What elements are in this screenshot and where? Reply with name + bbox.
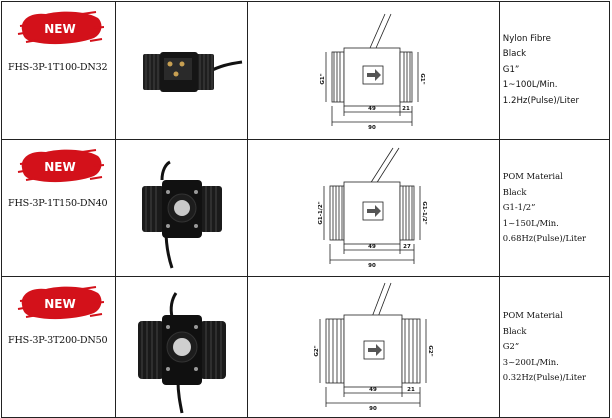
badge-label: NEW: [44, 297, 75, 311]
dimension-b-label: 21: [403, 106, 411, 112]
table-row: NEW FHS-3P-1T100-DN32: [0, 1, 611, 140]
spec-thread: G1-1/2”: [502, 202, 536, 213]
right-thread-label: G1-1/2": [421, 201, 427, 224]
product-photo-cell: [115, 276, 249, 418]
spec-material: Nylon Fibre: [502, 33, 551, 44]
table-row: NEW FHS-3P-1T150-DN40: [0, 139, 611, 277]
product-photo: [138, 292, 227, 414]
spec-color: Black: [502, 325, 527, 336]
spec-thread: G2”: [502, 341, 520, 352]
table-row: NEW FHS-3P-3T200-DN50: [0, 276, 611, 418]
dimension-diagram-cell: G1-1/2" G1-1/2" 49 27 90: [247, 139, 500, 277]
spec-list: POM Material Black G2” 3~200L/Min. 0.32H…: [500, 308, 608, 386]
left-thread-label: G2": [314, 345, 320, 356]
badge-label: NEW: [44, 160, 75, 174]
spec-color: Black: [502, 186, 527, 197]
spec-list: Nylon Fibre Black G1” 1~100L/Min. 1.2Hz(…: [500, 32, 608, 110]
dimension-diagram: G1-1/2" G1-1/2" 49 27 90: [318, 147, 427, 269]
new-badge: NEW: [17, 149, 104, 183]
spec-material: POM Material: [502, 171, 563, 182]
dimension-diagram: G1" G1" 49 21 90: [320, 13, 425, 131]
spec-flow-range: 1~150L/Min.: [502, 217, 559, 228]
spec-cell: Nylon Fibre Black G1” 1~100L/Min. 1.2Hz(…: [498, 1, 611, 140]
dimension-b-label: 27: [404, 244, 412, 250]
spec-cell: POM Material Black G1-1/2” 1~150L/Min. 0…: [498, 139, 611, 277]
dimension-a-label: 49: [369, 106, 377, 112]
new-badge: NEW: [17, 11, 104, 45]
left-thread-label: G1": [320, 73, 326, 84]
spec-pulse-rate: 1.2Hz(Pulse)/Liter: [502, 95, 580, 106]
product-photo: [143, 52, 243, 92]
badge-label: NEW: [44, 22, 75, 36]
model-cell: NEW FHS-3P-1T150-DN40: [0, 139, 117, 277]
dimension-total-label: 90: [369, 125, 377, 131]
left-thread-label: G1-1/2": [318, 201, 324, 224]
model-name: FHS-3P-1T100-DN32: [8, 62, 108, 73]
spec-pulse-rate: 0.68Hz(Pulse)/Liter: [502, 233, 587, 244]
dimension-total-label: 90: [369, 263, 377, 269]
dimension-a-label: 49: [369, 244, 377, 250]
dimension-diagram-cell: G2" G2" 49 21 90: [247, 276, 500, 418]
spec-color: Black: [502, 49, 527, 60]
new-badge: NEW: [17, 286, 104, 320]
dimension-total-label: 90: [370, 406, 378, 412]
dimension-a-label: 49: [370, 387, 378, 393]
spec-list: POM Material Black G1-1/2” 1~150L/Min. 0…: [500, 169, 608, 247]
product-photo-cell: [115, 139, 249, 277]
dimension-diagram: G2" G2" 49 21 90: [314, 282, 433, 412]
model-name: FHS-3P-1T150-DN40: [8, 198, 108, 209]
spec-cell: POM Material Black G2” 3~200L/Min. 0.32H…: [498, 276, 611, 418]
model-name: FHS-3P-3T200-DN50: [8, 335, 108, 346]
model-cell: NEW FHS-3P-3T200-DN50: [0, 276, 117, 418]
product-photo-cell: [115, 1, 249, 140]
spec-material: POM Material: [502, 310, 563, 321]
right-thread-label: G1": [419, 73, 425, 84]
product-photo: [142, 160, 223, 269]
right-thread-label: G2": [427, 345, 433, 356]
dimension-diagram-cell: G1" G1" 49 21 90: [247, 1, 500, 140]
spec-thread: G1”: [502, 64, 520, 75]
model-cell: NEW FHS-3P-1T100-DN32: [0, 1, 117, 140]
dimension-b-label: 21: [408, 387, 416, 393]
spec-flow-range: 3~200L/Min.: [502, 356, 559, 367]
spec-flow-range: 1~100L/Min.: [502, 80, 558, 91]
spec-pulse-rate: 0.32Hz(Pulse)/Liter: [502, 372, 587, 383]
